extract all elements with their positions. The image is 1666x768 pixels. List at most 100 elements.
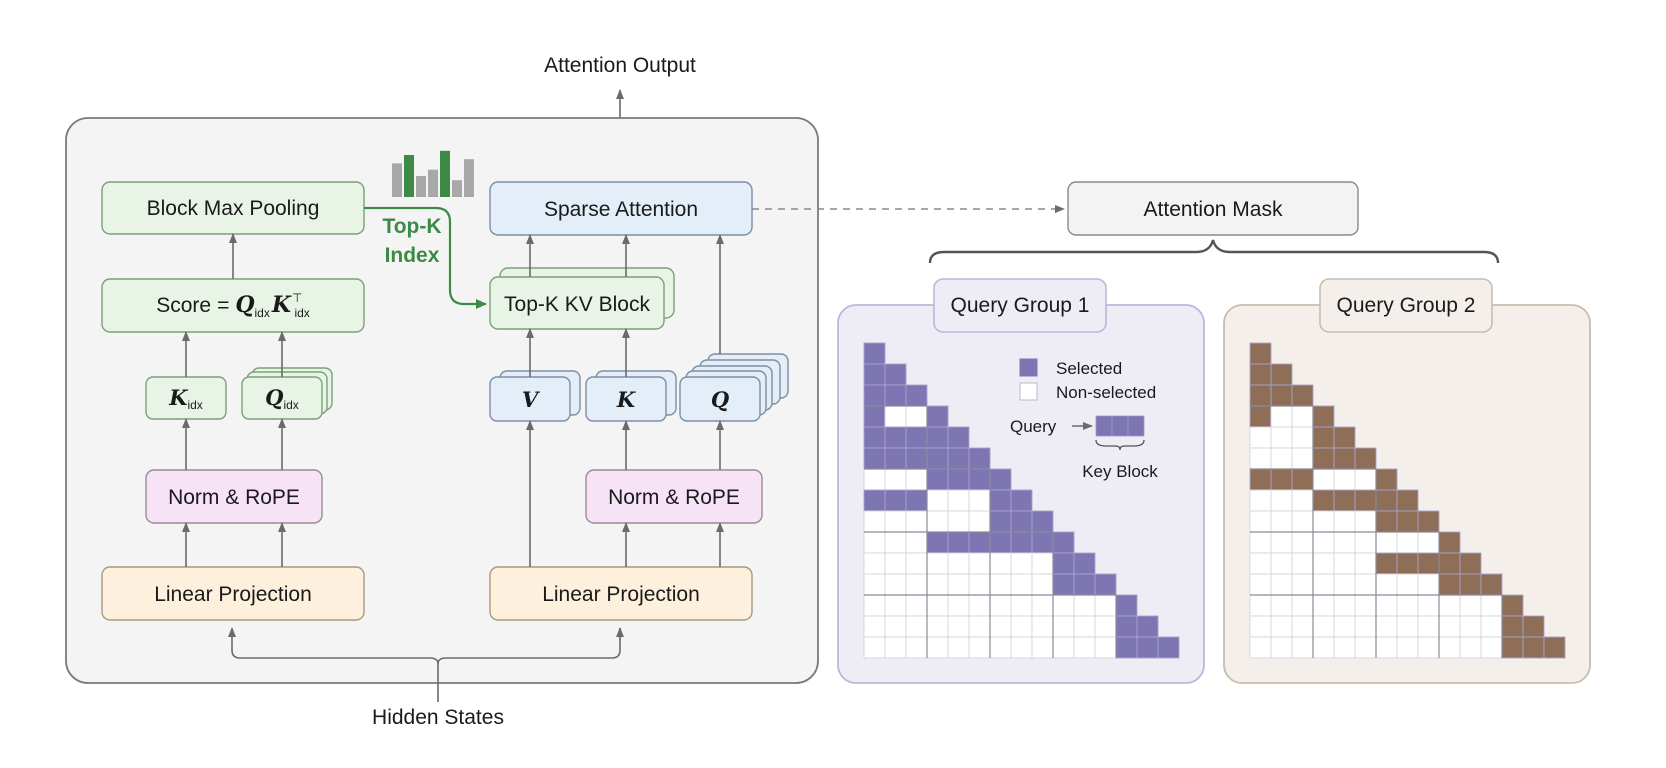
mask-cell [905,510,928,533]
mask-cell [905,573,928,596]
mask-cell [1291,510,1314,533]
mask-cell [947,447,970,470]
mask-cell [1010,594,1033,617]
mask-cell [947,468,970,491]
mask-cell [1031,510,1054,533]
mask-cell [1270,426,1293,449]
mask-cell [905,447,928,470]
linear-projection-left-box [101,566,365,621]
legend-non-selected-swatch [1019,382,1038,401]
mask-cell [968,552,991,575]
mask-cell [1312,510,1335,533]
query-group-2-mask-grid [1249,342,1566,659]
mask-cell [1270,405,1293,428]
mask-cell [1480,573,1503,596]
mask-cell [1375,636,1398,659]
mask-cell [989,594,1012,617]
mask-cell [926,615,949,638]
legend-selected-label: Selected [1056,359,1122,378]
mask-cell [884,531,907,554]
mask-cell [863,552,886,575]
mask-cell [1438,594,1461,617]
mask-cell [1312,573,1335,596]
query-group-1-mask-grid [863,342,1180,659]
mask-cell [884,636,907,659]
mask-cell [1438,615,1461,638]
mask-cell [1249,384,1272,407]
mask-cell [863,615,886,638]
mask-cell [1094,615,1117,638]
mask-cell [926,594,949,617]
mask-cell [1031,573,1054,596]
mask-cell [1354,489,1377,512]
mask-cell [884,552,907,575]
mask-cell [1010,510,1033,533]
mask-cell [1010,615,1033,638]
mask-cell [905,468,928,491]
mask-cell [1333,636,1356,659]
mask-cell [926,489,949,512]
mask-cell [1438,636,1461,659]
mask-cell [905,384,928,407]
hidden-states-label: Hidden States [372,706,504,729]
mask-cell [1270,615,1293,638]
mask-cell [1115,615,1138,638]
mask-cell [1375,615,1398,638]
mask-cell [884,384,907,407]
mask-cell [863,384,886,407]
mask-cell [1459,594,1482,617]
mask-cell [947,636,970,659]
mask-cell [1052,531,1075,554]
histogram-bar [404,155,414,197]
mask-cell [1333,531,1356,554]
mask-cell [884,594,907,617]
mask-cell [1354,594,1377,617]
mask-cell [863,468,886,491]
mask-cell [1480,594,1503,617]
mask-cell [1031,636,1054,659]
q-idx-label: Qidx [265,385,299,412]
mask-cell [1291,552,1314,575]
mask-cell [989,489,1012,512]
mask-cell [1396,615,1419,638]
mask-cell [989,510,1012,533]
mask-cell [1249,489,1272,512]
mask-cell [1333,447,1356,470]
topk-kv-block-label: Top-K KV Block [504,293,650,316]
mask-cell [1522,636,1545,659]
mask-cell [905,636,928,659]
mask-cell [1375,489,1398,512]
mask-cell [1291,405,1314,428]
mask-legend: Selected Non-selected Query Key Block [1010,358,1158,481]
mask-cell [1312,426,1335,449]
mask-cell [1291,636,1314,659]
mask-cell [1270,552,1293,575]
mask-cell [1249,447,1272,470]
mask-cell [884,573,907,596]
legend-key-block-label: Key Block [1082,462,1158,481]
mask-cell [1333,489,1356,512]
mask-cell [1073,636,1096,659]
mask-cell [1052,573,1075,596]
mask-cell [1375,510,1398,533]
mask-cell [1438,573,1461,596]
mask-cell [1291,531,1314,554]
mask-cell [1396,573,1419,596]
mask-cell [1459,615,1482,638]
mask-cell [905,489,928,512]
mask-cell [1396,489,1419,512]
mask-cell [1073,552,1096,575]
mask-cell [1073,573,1096,596]
mask-cell [1354,468,1377,491]
mask-cell [1543,636,1566,659]
mask-cell [1396,531,1419,554]
mask-cell [926,426,949,449]
mask-cell [989,573,1012,596]
mask-cell [1270,531,1293,554]
mask-cell [1333,552,1356,575]
mask-cell [1136,636,1159,659]
mask-cell [1291,615,1314,638]
mask-cell [1375,594,1398,617]
legend-non-selected-label: Non-selected [1056,383,1156,402]
